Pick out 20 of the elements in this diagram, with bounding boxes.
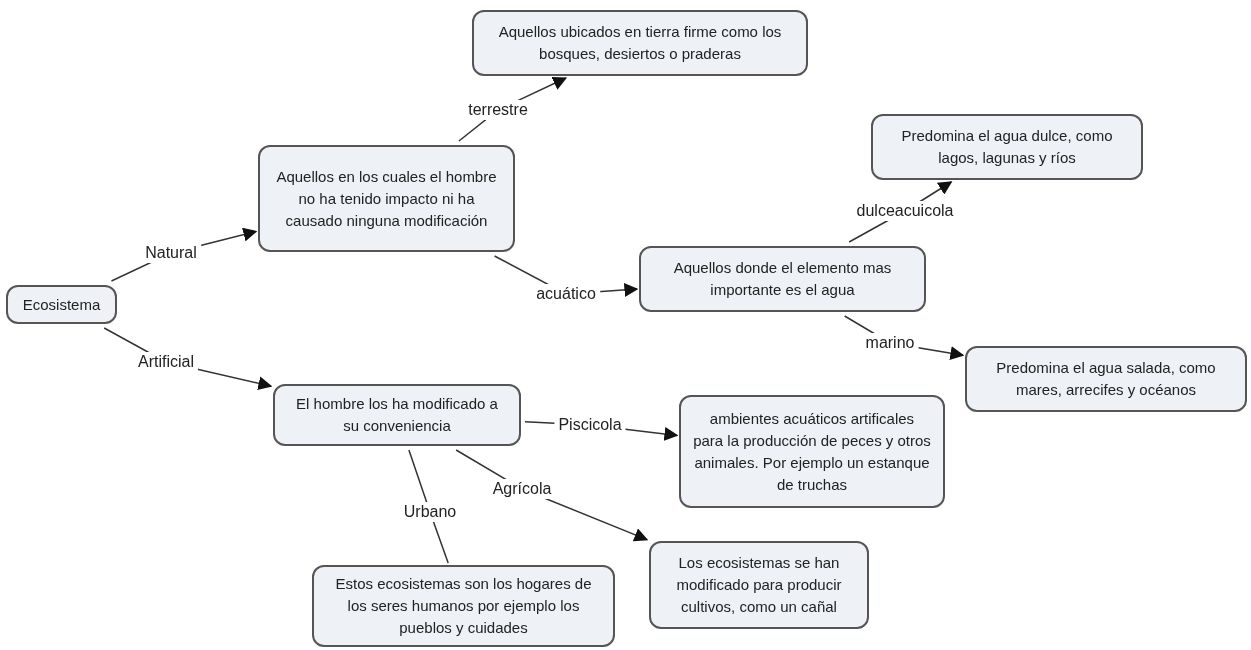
- concept-text: Predomina el agua dulce, como lagos, lagunas y ríos: [900, 126, 1114, 168]
- concept-box: [649, 541, 869, 629]
- concept-text: El hombre los ha modificado a su conveniencia: [295, 394, 499, 436]
- concept-box: [472, 10, 808, 76]
- concept-text: Predomina el agua salada, como mares, arrecifes y océanos: [995, 358, 1217, 400]
- concept-text: Aquellos en los cuales el hombre no ha tenido impacto ni ha causado ninguna modificación: [275, 166, 498, 231]
- concept-text: Los ecosistemas se han modificado para producir cultivos, como un cañal: [675, 553, 843, 617]
- concept-text: Aquellos donde el elemento mas importante es el agua: [672, 258, 893, 300]
- concept-text: Estos ecosistemas son los hogares de los seres humanos por ejemplo los pueblos y cuidades: [334, 574, 593, 638]
- concept-text: ambientes acuáticos artificales para la producción de peces y otros animales. Por ejemplo un estanque de truchas: [693, 408, 931, 495]
- concept-text: Aquellos ubicados en tierra firme como los bosques, desiertos o praderas: [497, 22, 783, 64]
- concept-box: [273, 384, 521, 446]
- concept-box: [871, 114, 1143, 180]
- concept-box: [639, 246, 926, 312]
- concept-text: Ecosistema: [22, 294, 101, 315]
- concept-box: [258, 145, 515, 252]
- concept-box: [965, 346, 1247, 412]
- concept-box: [312, 565, 615, 647]
- concept-box: [6, 285, 117, 324]
- concept-box: [679, 395, 945, 508]
